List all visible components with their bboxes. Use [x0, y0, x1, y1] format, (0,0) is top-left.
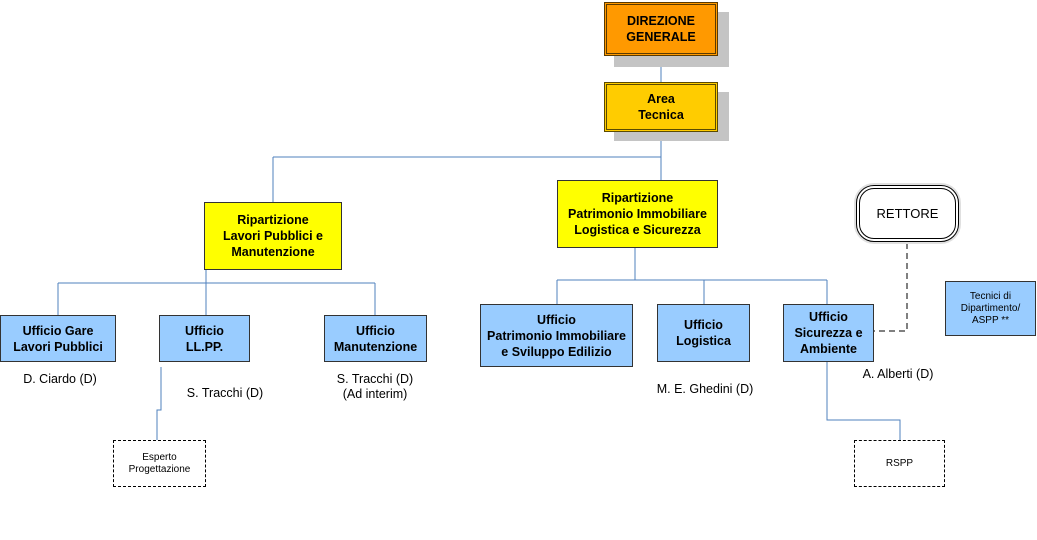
- ufficio-gare-box: Ufficio Gare Lavori Pubblici: [0, 315, 116, 362]
- person-label-sicurezza: A. Alberti (D): [862, 367, 934, 381]
- line-sicurezza-rspp: [826, 362, 901, 440]
- person-label-gare: D. Ciardo (D): [23, 372, 97, 386]
- rettore-box: RETTORE: [856, 185, 959, 242]
- ripartizione-patrimonio-box: Ripartizione Patrimonio Immobiliare Logi…: [557, 180, 718, 248]
- line-llpp-esperto: [156, 367, 162, 440]
- line-rettore-sicurezza: [874, 243, 908, 332]
- ufficio-llpp-box: Ufficio LL.PP.: [159, 315, 250, 362]
- rspp-box: RSPP: [854, 440, 945, 487]
- tecnici-dipartimento-box: Tecnici di Dipartimento/ ASPP **: [945, 281, 1036, 336]
- direzione-generale-box: DIREZIONE GENERALE: [604, 2, 718, 56]
- esperto-progettazione-box: Esperto Progettazione: [113, 440, 206, 487]
- ufficio-patrimonio-box: Ufficio Patrimonio Immobiliare e Svilupp…: [480, 304, 633, 367]
- person-label-manutenzione: S. Tracchi (D) (Ad interim): [336, 372, 414, 401]
- person-label-llpp: S. Tracchi (D): [186, 386, 264, 400]
- person-label-logistica: M. E. Ghedini (D): [656, 382, 754, 396]
- ripartizione-lavori-pubblici-box: Ripartizione Lavori Pubblici e Manutenzi…: [204, 202, 342, 270]
- area-tecnica-box: Area Tecnica: [604, 82, 718, 132]
- ufficio-sicurezza-box: Ufficio Sicurezza e Ambiente: [783, 304, 874, 362]
- ufficio-manutenzione-box: Ufficio Manutenzione: [324, 315, 427, 362]
- ufficio-logistica-box: Ufficio Logistica: [657, 304, 750, 362]
